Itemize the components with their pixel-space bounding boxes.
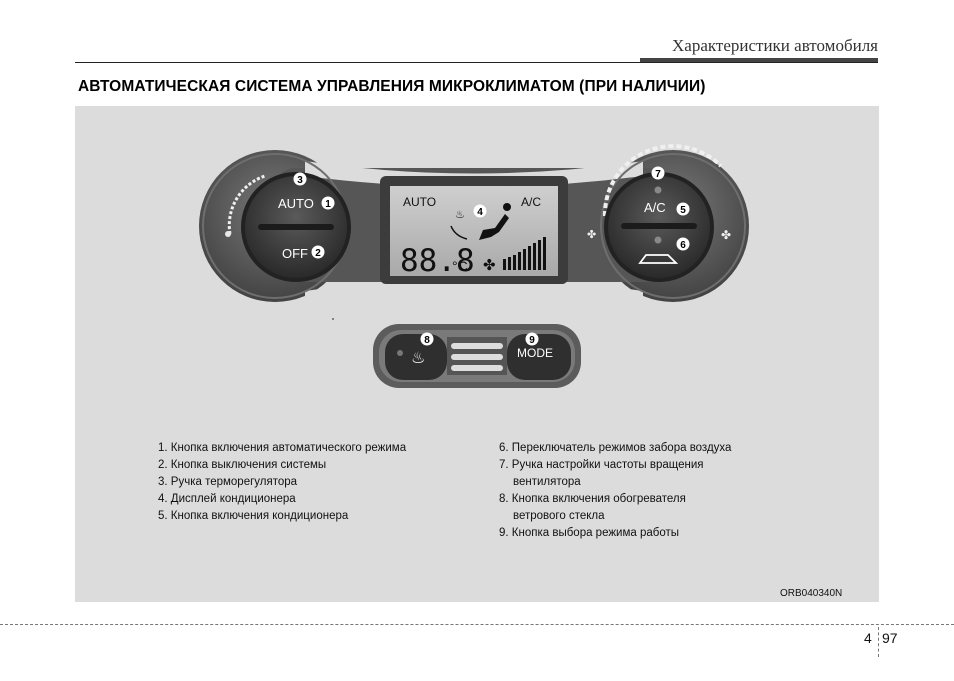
page-number-separator — [878, 627, 879, 657]
legend-right: 6. Переключатель режимов забора воздуха … — [499, 440, 731, 542]
display-temperature: 88.8 — [400, 243, 475, 279]
legend-item-continuation: вентилятора — [513, 476, 581, 488]
display-defrost-icon: ♨ — [455, 209, 465, 221]
legend-item: 9. Кнопка выбора режима работы — [499, 527, 680, 539]
fan-high-icon: ✤ — [721, 228, 731, 242]
figure-panel: AUTO 1 OFF 2 3 AUTO A/C ♨ 4 88.8 °C ✤ — [75, 106, 879, 602]
callout-6: 6 — [680, 240, 686, 251]
fan-speed-knob[interactable]: ✤ ✤ A/C 5 6 7 — [587, 144, 731, 282]
legend-item: 6. Переключатель режимов забора воздуха — [499, 442, 732, 454]
callout-8: 8 — [424, 335, 430, 346]
front-defrost-icon: ♨ — [411, 350, 425, 367]
section-title: АВТОМАТИЧЕСКАЯ СИСТЕМА УПРАВЛЕНИЯ МИКРОК… — [78, 78, 706, 95]
airflow-arrow-icon — [450, 225, 468, 240]
legend-left: 1. Кнопка включения автоматического режи… — [158, 440, 406, 525]
legend-item-continuation: ветрового стекла — [513, 510, 605, 522]
callout-5: 5 — [680, 205, 686, 216]
page-number: 97 — [882, 630, 898, 646]
passenger-icon — [503, 203, 511, 211]
climate-control-illustration: AUTO 1 OFF 2 3 AUTO A/C ♨ 4 88.8 °C ✤ — [199, 144, 749, 388]
legend-item: 8. Кнопка включения обогревателя — [499, 493, 686, 505]
off-button-label: OFF — [282, 246, 308, 261]
callout-2: 2 — [315, 248, 321, 259]
display-fan-icon: ✤ — [483, 257, 496, 274]
display-auto-label: AUTO — [403, 195, 436, 209]
callout-9: 9 — [529, 335, 535, 346]
ac-button-label: A/C — [644, 200, 666, 215]
figure-code: ORB040340N — [780, 588, 843, 599]
footer-rule — [0, 624, 954, 625]
temperature-knob[interactable]: AUTO 1 OFF 2 3 — [225, 172, 351, 282]
header-rule-thick — [640, 58, 878, 63]
display-unit: °C — [452, 258, 468, 274]
legend-item: 4. Дисплей кондиционера — [158, 493, 296, 505]
auto-button-label: AUTO — [278, 196, 314, 211]
recirculation-car-icon — [638, 254, 679, 264]
callout-4: 4 — [477, 207, 483, 218]
mode-button[interactable]: MODE 9 — [507, 332, 571, 381]
callout-1: 1 — [325, 199, 331, 210]
fan-low-icon: ✤ — [587, 229, 596, 241]
chapter-number: 4 — [864, 630, 872, 646]
legend-item: 2. Кнопка выключения системы — [158, 459, 327, 471]
legend-item: 5. Кнопка включения кондиционера — [158, 510, 349, 522]
fan-level-bars — [503, 237, 546, 270]
display-ac-label: A/C — [521, 195, 541, 209]
header-title: Характеристики автомобиля — [672, 36, 878, 55]
legend-item: 3. Ручка терморегулятора — [158, 476, 298, 488]
mode-button-label: MODE — [517, 346, 553, 360]
legend-item: 1. Кнопка включения автоматического режи… — [158, 442, 407, 454]
front-defrost-button[interactable]: ♨ 8 — [385, 332, 447, 381]
callout-7: 7 — [655, 169, 661, 180]
legend-item: 7. Ручка настройки частоты вращения — [499, 459, 704, 471]
ac-display: AUTO A/C ♨ 4 88.8 °C ✤ — [380, 176, 568, 284]
callout-3: 3 — [297, 175, 303, 186]
header-rule — [75, 62, 878, 63]
